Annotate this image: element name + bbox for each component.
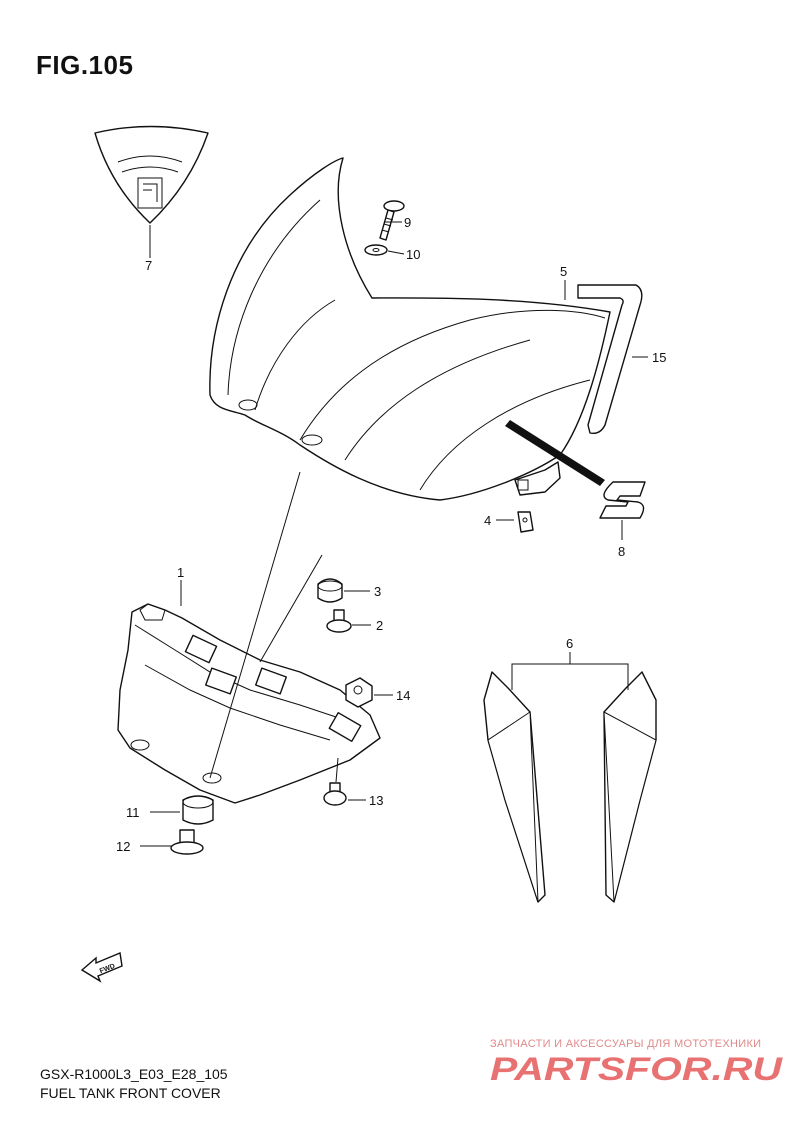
part-15-trim	[577, 284, 643, 435]
assembly-line-2	[259, 554, 323, 663]
part-6-side-decals	[483, 671, 657, 903]
callout-1: 1	[177, 565, 184, 580]
watermark-logo-text: PARTSFOR.RU	[490, 1051, 783, 1086]
part-10-washer	[364, 244, 388, 256]
callout-13: 13	[369, 793, 383, 808]
part-2-collar	[326, 609, 352, 633]
part-3-grommet	[317, 578, 343, 603]
callout-5: 5	[560, 264, 567, 279]
callout-6: 6	[566, 636, 573, 651]
figure-title: FIG.105	[36, 50, 134, 80]
watermark-logo: PARTSFOR.RU	[490, 1051, 783, 1086]
callout-9: 9	[404, 215, 411, 230]
assembly-line-1	[209, 471, 301, 779]
part-4-clip	[517, 511, 534, 533]
callout-3: 3	[374, 584, 381, 599]
assembly-line-3	[335, 757, 339, 783]
watermark-tagline: ЗАПЧАСТИ И АКСЕССУАРЫ ДЛЯ МОТОТЕХНИКИ	[490, 1038, 762, 1050]
callout-15: 15	[652, 350, 666, 365]
part-9-screw	[379, 200, 405, 241]
callout-12: 12	[116, 839, 130, 854]
callout-10: 10	[406, 247, 420, 262]
part-14-nut	[345, 677, 373, 708]
part-12-collar	[170, 829, 204, 855]
diagram-name: FUEL TANK FRONT COVER	[40, 1085, 221, 1101]
part-7-decal	[94, 125, 209, 224]
callout-4: 4	[484, 513, 491, 528]
callout-7: 7	[145, 258, 152, 273]
part-8-emblem	[599, 481, 646, 519]
callout-2: 2	[376, 618, 383, 633]
callout-14: 14	[396, 688, 410, 703]
part-13-bolt	[323, 782, 347, 806]
model-code: GSX-R1000L3_E03_E28_105	[40, 1066, 228, 1082]
part-5-front-cover	[209, 157, 611, 501]
callout-11: 11	[126, 805, 140, 820]
callout-8: 8	[618, 544, 625, 559]
part-1-bracket	[117, 603, 381, 804]
fwd-arrow-icon: FWD	[80, 952, 123, 983]
part-11-grommet	[182, 795, 214, 825]
